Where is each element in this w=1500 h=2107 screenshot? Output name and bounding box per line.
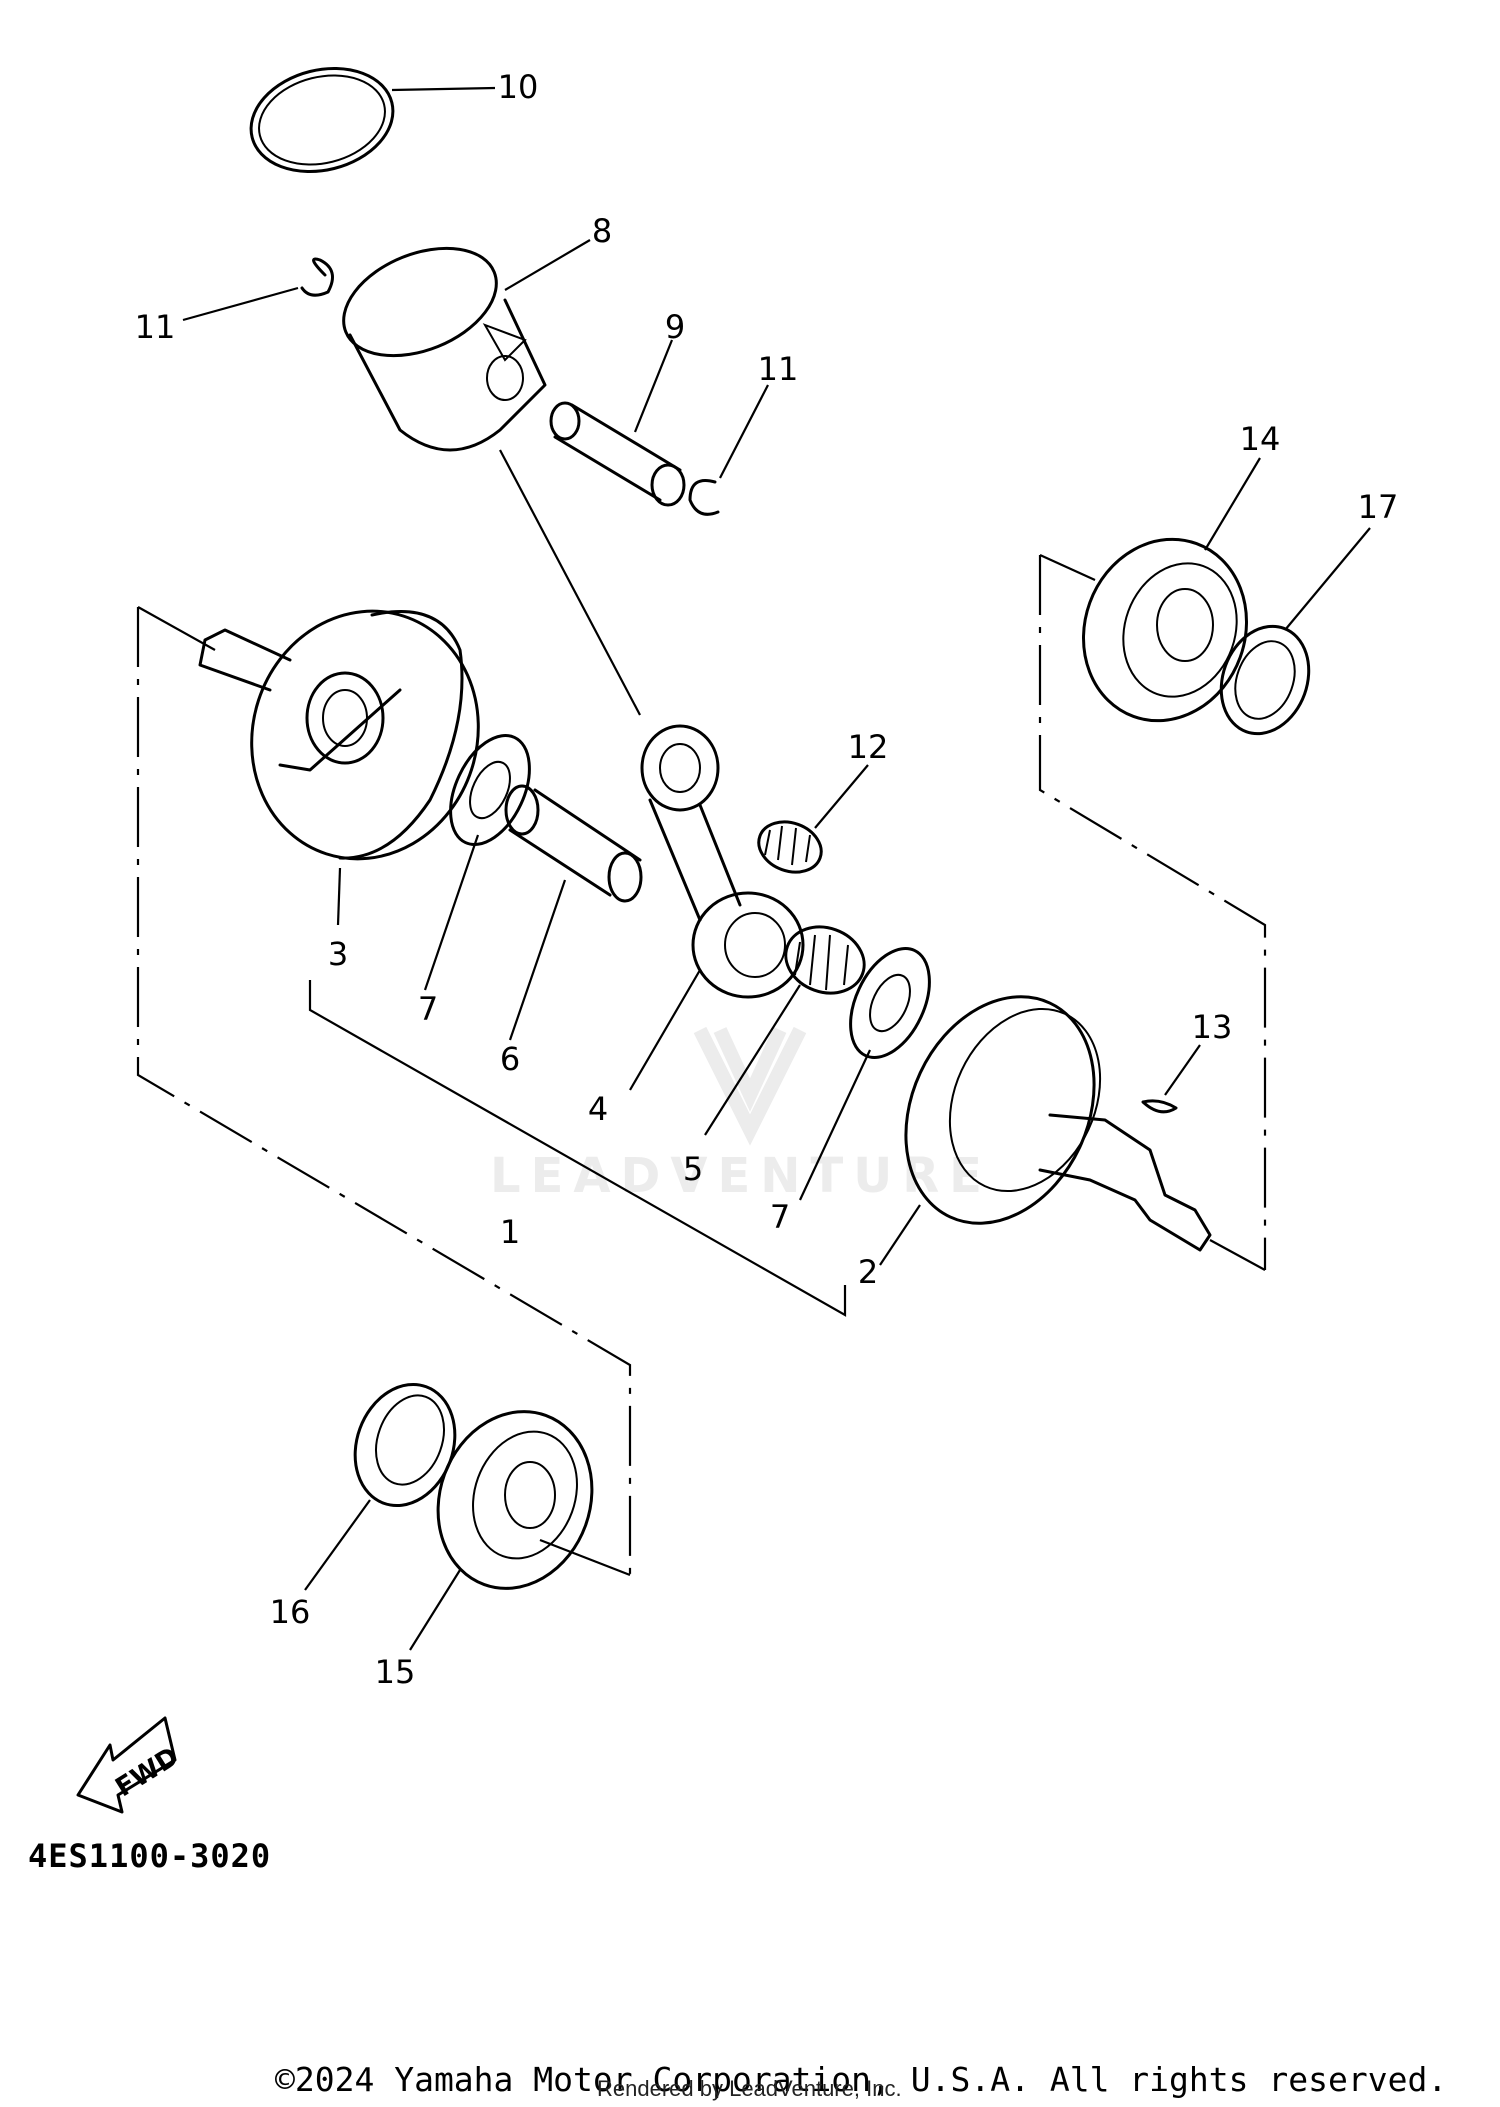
callout-labels: 1 2 3 4 5 6 7 7 8 9 10 11 11 12 13 14 15… — [135, 68, 1399, 1691]
callout-4: 4 — [588, 1090, 608, 1128]
oil-seal-left — [304, 1382, 457, 1591]
fwd-arrow-icon: FWD — [76, 1716, 184, 1814]
callout-7-right: 7 — [770, 1198, 790, 1236]
callout-1: 1 — [500, 1213, 520, 1251]
thrust-washer-left — [423, 734, 531, 991]
bearing-left — [409, 1410, 594, 1651]
callout-17: 17 — [1358, 488, 1399, 526]
circlip-left — [182, 257, 334, 322]
crank-pin — [504, 784, 643, 1041]
piston-pin — [549, 339, 686, 507]
big-end-bearing — [704, 925, 866, 1136]
callout-12: 12 — [848, 728, 889, 766]
fwd-label: FWD — [110, 1742, 184, 1803]
piston-ring — [249, 66, 496, 174]
thrust-washer-right — [799, 947, 931, 1201]
watermark-text: LEADVENTURE — [490, 1148, 992, 1204]
callout-7-left: 7 — [418, 990, 438, 1028]
callout-8: 8 — [592, 212, 612, 250]
connecting-rod — [629, 724, 805, 1091]
oil-seal-right — [1219, 527, 1371, 736]
callout-14: 14 — [1240, 420, 1281, 458]
callout-3: 3 — [328, 935, 348, 973]
copyright-notice: ©2024 Yamaha Motor Corporation, U.S.A. A… — [275, 2060, 1448, 2099]
circlip-right — [688, 384, 769, 516]
bearing-right — [1082, 457, 1261, 723]
callout-11-left: 11 — [135, 308, 176, 346]
callout-2: 2 — [858, 1253, 878, 1291]
callout-9: 9 — [665, 308, 685, 346]
watermark: LEADVENTURE — [490, 1026, 992, 1204]
small-end-bearing — [757, 764, 869, 874]
callout-13: 13 — [1192, 1008, 1233, 1046]
rendered-by-notice: Rendered by LeadVenture, Inc. — [597, 2076, 902, 2101]
crank-half-left — [198, 609, 480, 926]
crank-half-right — [879, 995, 1212, 1266]
callout-10: 10 — [498, 68, 539, 106]
grouping-brackets — [136, 553, 1267, 1577]
callout-15: 15 — [375, 1653, 416, 1691]
piston — [342, 239, 641, 716]
woodruff-key — [1141, 1044, 1201, 1114]
callout-16: 16 — [270, 1593, 311, 1631]
callout-6: 6 — [500, 1040, 520, 1078]
callout-11-right: 11 — [758, 350, 799, 388]
diagram-code: 4ES1100-3020 — [28, 1837, 272, 1875]
callout-5: 5 — [683, 1150, 703, 1188]
